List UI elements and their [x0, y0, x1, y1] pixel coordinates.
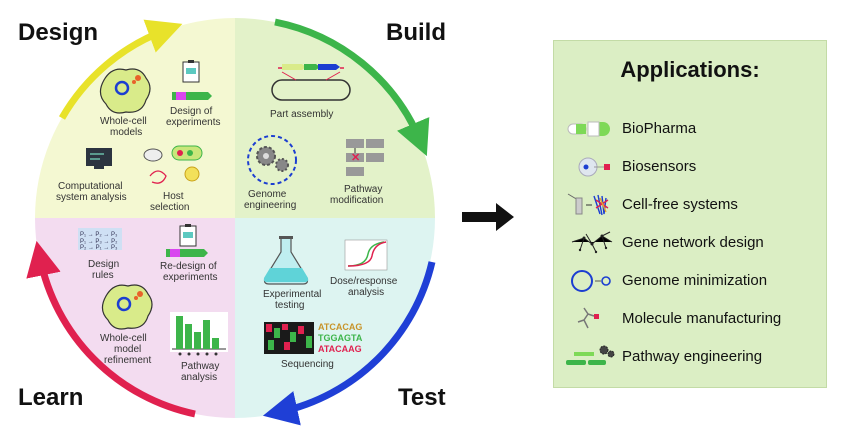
application-molecule-manufacturing: Molecule manufacturing	[564, 304, 826, 334]
learn-label: Learn	[18, 384, 83, 411]
application-label: Molecule manufacturing	[622, 310, 782, 327]
bar-chart-icon	[170, 312, 228, 356]
capsule-icon	[567, 121, 610, 137]
learn-to-design-arrow	[26, 240, 196, 418]
dose-response-label-1: Dose/response	[330, 276, 398, 287]
host-selection-label-1: Host	[163, 191, 184, 202]
redesign-of-experiments-label-1: Re-design of	[160, 261, 217, 272]
design-label: Design	[18, 19, 98, 46]
test-to-learn-arrow	[262, 261, 436, 426]
svg-text:✕: ✕	[351, 152, 360, 164]
genome-engineering-icon	[247, 135, 297, 185]
part-assembly-label: Part assembly	[270, 109, 333, 120]
whole-cell-refinement-label-1: Whole-cell	[100, 333, 147, 344]
dose-response-label-2: analysis	[348, 287, 384, 298]
application-label: Pathway engineering	[622, 348, 763, 365]
design-rules-label-2: rules	[92, 270, 114, 281]
build-label: Build	[386, 19, 446, 46]
gene-network-icon	[571, 231, 613, 254]
sequence-row-1: ATCACAG	[318, 322, 362, 332]
right-arrow-icon	[462, 203, 514, 231]
genome-engineering-label-2: engineering	[244, 200, 296, 211]
design-of-experiments-label-1: Design of	[170, 106, 212, 117]
application-biopharma: BioPharma	[564, 114, 826, 144]
whole-cell-refinement-label-3: refinement	[104, 355, 151, 366]
sequence-row-2: TGGAGTA	[318, 333, 363, 343]
pathway-modification-label-1: Pathway	[344, 184, 382, 195]
svg-text:P₁ → P₃ → P₂: P₁ → P₃ → P₂	[80, 239, 118, 245]
application-biosensors: Biosensors	[564, 152, 826, 182]
whole-cell-refinement-label-2: model	[114, 344, 141, 355]
genome-engineering-label-1: Genome	[248, 189, 287, 200]
dose-response-icon	[344, 239, 388, 271]
part-assembly-icon	[271, 64, 351, 101]
whole-cell-refinement-icon	[101, 284, 153, 330]
design-rules-label-1: Design	[88, 259, 119, 270]
pathway-analysis-label-1: Pathway	[181, 361, 219, 372]
application-gene-network-design: Gene network design	[564, 228, 826, 258]
sequencing-label: Sequencing	[281, 359, 334, 370]
experimental-testing-label-1: Experimental	[263, 289, 321, 300]
application-pathway-engineering: Pathway engineering	[564, 342, 826, 372]
application-label: Gene network design	[622, 234, 764, 251]
computational-system-analysis-label-1: Computational	[58, 181, 122, 192]
whole-cell-models-label-2: models	[110, 127, 142, 138]
genome-minimization-icon	[571, 270, 611, 292]
whole-cell-models-icon	[99, 68, 151, 114]
cell-free-icon	[567, 193, 609, 216]
applications-title: Applications:	[620, 57, 760, 82]
pathway-icon	[566, 345, 615, 365]
molecule-icon	[577, 307, 599, 329]
redesign-clipboard-icon	[166, 224, 208, 257]
computer-icon	[86, 148, 112, 169]
application-label: Biosensors	[622, 158, 697, 175]
application-label: Genome minimization	[622, 272, 768, 289]
experimental-testing-label-2: testing	[275, 300, 304, 311]
pathway-modification-label-2: modification	[330, 195, 383, 206]
test-label: Test	[398, 384, 446, 411]
pathway-analysis-label-2: analysis	[181, 372, 217, 383]
computational-system-analysis-label-2: system analysis	[56, 192, 127, 203]
flask-icon	[263, 236, 309, 285]
host-selection-icon	[143, 145, 203, 184]
host-selection-label-2: selection	[150, 202, 189, 213]
design-of-experiments-label-2: experiments	[166, 117, 220, 128]
applications-panel: Applications: BioPharma Biosensors Cell-…	[553, 40, 827, 388]
application-label: BioPharma	[622, 120, 697, 137]
whole-cell-models-label-1: Whole-cell	[100, 116, 147, 127]
redesign-of-experiments-label-2: experiments	[163, 272, 217, 283]
application-label: Cell-free systems	[622, 196, 738, 213]
pathway-modification-icon: ✕	[346, 139, 384, 176]
clipboard-icon	[172, 60, 212, 100]
build-to-test-arrow	[274, 18, 430, 157]
application-cell-free-systems: Cell-free systems	[564, 190, 826, 220]
svg-text:P₂ → P₁ → P₃: P₂ → P₁ → P₃	[80, 245, 118, 251]
design-rules-icon: P₁ → P₂ → P₃ P₁ → P₃ → P₂ P₂ → P₁ → P₃	[78, 228, 122, 251]
application-genome-minimization: Genome minimization	[564, 266, 826, 296]
svg-text:P₁ → P₂ → P₃: P₁ → P₂ → P₃	[80, 232, 118, 238]
biosensor-icon	[578, 157, 610, 177]
design-to-build-arrow	[58, 19, 183, 120]
sequence-row-3: ATACAAG	[318, 344, 362, 354]
sequencing-heatmap-icon	[264, 322, 314, 354]
